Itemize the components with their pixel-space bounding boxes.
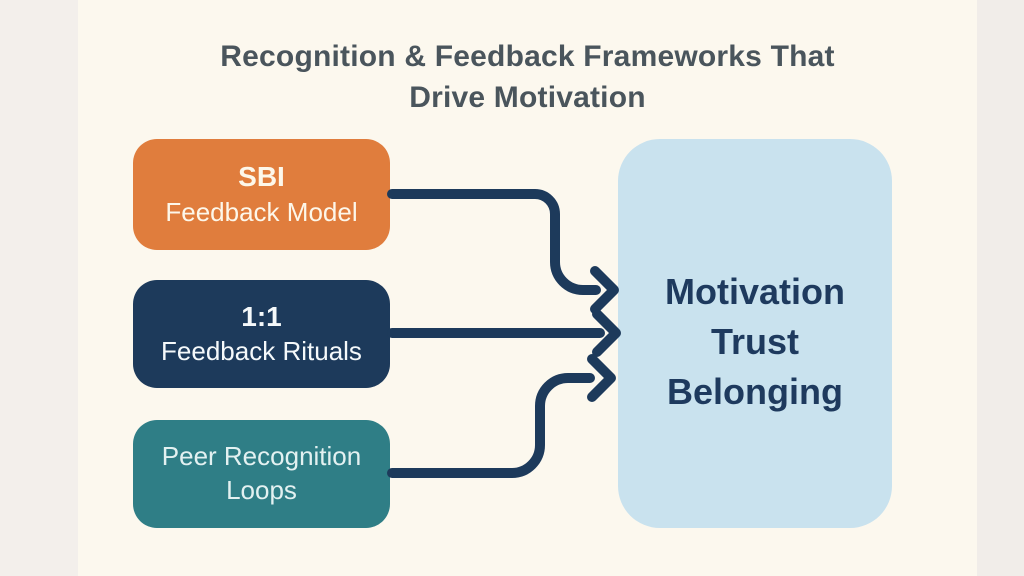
peer-box-line-2: Loops xyxy=(226,475,297,505)
motivation-trust-belonging-box: Motivation Trust Belonging xyxy=(618,139,892,528)
rituals-box-line-2: Feedback Rituals xyxy=(161,336,362,367)
arrowhead-icon xyxy=(590,266,619,314)
outcome-line-3: Belonging xyxy=(667,370,843,412)
page-title: Recognition & Feedback Frameworks That D… xyxy=(78,36,977,118)
page-title-line-1: Recognition & Feedback Frameworks That xyxy=(220,40,835,73)
right-margin-strip xyxy=(977,0,1024,576)
peer-box-line-1: Peer Recognition xyxy=(161,441,362,472)
sbi-feedback-model-box: SBI Feedback Model xyxy=(133,139,390,250)
one-on-one-feedback-rituals-box: 1:1 Feedback Rituals xyxy=(133,280,390,388)
peer-recognition-loops-box: Peer Recognition Loops xyxy=(133,420,390,528)
arrowhead-icon xyxy=(592,309,621,357)
outcome-line-1: Motivation xyxy=(665,270,845,312)
page-title-line-2: Drive Motivation xyxy=(409,81,646,114)
sbi-box-line-1: SBI xyxy=(238,161,285,193)
arrow-rituals-to-outcome xyxy=(387,309,621,357)
arrowhead-icon xyxy=(587,354,616,402)
outcome-text-block: Motivation Trust Belonging xyxy=(665,267,845,417)
rituals-box-line-1: 1:1 xyxy=(241,300,282,332)
arrow-sbi-to-outcome xyxy=(387,189,619,314)
sbi-box-line-2: Feedback Model xyxy=(165,196,358,227)
arrow-peer-to-outcome xyxy=(387,354,616,478)
outcome-line-2: Trust xyxy=(710,320,799,362)
left-margin-strip xyxy=(0,0,78,576)
